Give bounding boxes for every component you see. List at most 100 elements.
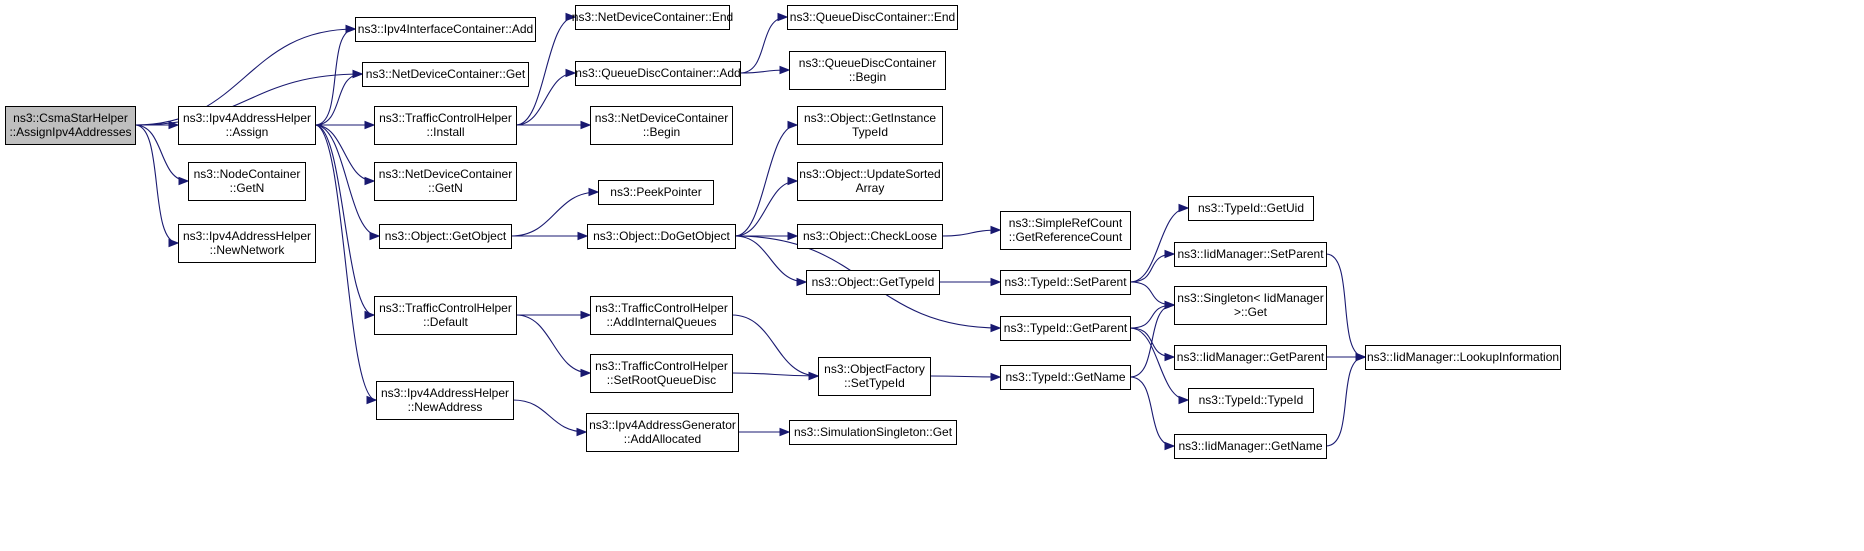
node-label: ::Begin xyxy=(643,125,680,139)
node-layer: ns3::CsmaStarHelper::AssignIpv4Addresses… xyxy=(5,5,1561,459)
node-obj_checkloose[interactable]: ns3::Object::CheckLoose xyxy=(797,224,943,249)
arrowhead-icon xyxy=(1355,352,1367,362)
node-label: ns3::SimpleRefCount xyxy=(1009,216,1123,230)
edge-line xyxy=(314,73,363,126)
node-ndc_getn[interactable]: ns3::NetDeviceContainer::GetN xyxy=(374,162,517,201)
edge-line xyxy=(739,16,788,74)
node-qdc_begin[interactable]: ns3::QueueDiscContainer::Begin xyxy=(789,51,946,90)
node-iid_getname[interactable]: ns3::IidManager::GetName xyxy=(1174,434,1327,459)
node-label: ns3::CsmaStarHelper xyxy=(13,111,128,125)
node-obj_getobject[interactable]: ns3::Object::GetObject xyxy=(379,224,512,249)
node-label: ns3::NetDeviceContainer::Get xyxy=(366,67,526,81)
edge-line xyxy=(314,124,375,316)
node-iid_lookup[interactable]: ns3::IidManager::LookupInformation xyxy=(1365,345,1561,370)
node-src_getref[interactable]: ns3::SimpleRefCount::GetReferenceCount xyxy=(1000,211,1131,250)
node-box xyxy=(575,5,730,30)
arrowhead-icon xyxy=(990,277,1002,287)
node-label: ns3::Object::GetObject xyxy=(385,229,507,243)
arrowhead-icon xyxy=(565,12,577,22)
node-tid_typeid[interactable]: ns3::TypeId::TypeId xyxy=(1188,388,1314,413)
node-label: ns3::Ipv4AddressGenerator xyxy=(589,418,736,432)
edge-line xyxy=(515,16,576,126)
node-tch_addinternal[interactable]: ns3::TrafficControlHelper::AddInternalQu… xyxy=(590,296,733,335)
edge-tid_getparent-to-tid_typeid xyxy=(1129,327,1190,405)
node-iah_newaddr[interactable]: ns3::Ipv4AddressHelper::NewAddress xyxy=(376,381,514,420)
arrowhead-icon xyxy=(1164,300,1176,310)
arrowhead-icon xyxy=(1164,249,1176,259)
arrowhead-icon xyxy=(1164,352,1176,362)
edge-line xyxy=(929,375,1001,378)
node-root[interactable]: ns3::CsmaStarHelper::AssignIpv4Addresses xyxy=(5,106,136,145)
node-obj_dogetobject[interactable]: ns3::Object::DoGetObject xyxy=(587,224,736,249)
node-label: ::GetN xyxy=(428,181,463,195)
edge-obj_dogetobject-to-obj_updatesorted xyxy=(734,176,799,237)
node-box xyxy=(1188,388,1314,413)
node-peekpointer[interactable]: ns3::PeekPointer xyxy=(598,180,714,205)
node-simsingleton_get[interactable]: ns3::SimulationSingleton::Get xyxy=(789,420,957,445)
node-box xyxy=(5,106,136,145)
node-label: ::NewAddress xyxy=(408,400,483,414)
node-box xyxy=(797,162,943,201)
edge-obj_getobject-to-peekpointer xyxy=(510,187,600,237)
node-qdc_end[interactable]: ns3::QueueDiscContainer::End xyxy=(787,5,958,30)
node-label: ::AddInternalQueues xyxy=(606,315,716,329)
arrowhead-icon xyxy=(352,69,364,79)
node-tid_getparent[interactable]: ns3::TypeId::GetParent xyxy=(1000,316,1131,341)
node-box xyxy=(586,413,739,452)
node-label: ns3::Object::GetInstance xyxy=(804,111,936,125)
node-tch_default[interactable]: ns3::TrafficControlHelper::Default xyxy=(374,296,517,335)
node-box xyxy=(178,224,316,263)
edge-line xyxy=(734,235,807,283)
node-box xyxy=(1000,365,1131,390)
edge-of_settypeid-to-tid_getname xyxy=(929,372,1002,382)
node-box xyxy=(575,61,741,86)
node-label: >::Get xyxy=(1234,305,1268,319)
arrowhead-icon xyxy=(990,225,1002,235)
edge-root-to-iah_assign xyxy=(134,120,180,130)
node-iag_addalloc[interactable]: ns3::Ipv4AddressGenerator::AddAllocated xyxy=(586,413,739,452)
node-tid_setparent[interactable]: ns3::TypeId::SetParent xyxy=(1000,270,1131,295)
node-tch_setroot[interactable]: ns3::TrafficControlHelper::SetRootQueueD… xyxy=(590,354,733,393)
node-label: ns3::TrafficControlHelper xyxy=(379,301,512,315)
node-box xyxy=(1000,270,1131,295)
edge-line xyxy=(515,314,591,374)
node-box xyxy=(1174,286,1327,325)
node-iic_add[interactable]: ns3::Ipv4InterfaceContainer::Add xyxy=(355,17,536,42)
node-box xyxy=(818,357,931,396)
node-tch_install[interactable]: ns3::TrafficControlHelper::Install xyxy=(374,106,517,145)
node-iid_getparent[interactable]: ns3::IidManager::GetParent xyxy=(1174,345,1327,370)
edge-line xyxy=(314,28,356,126)
node-label: ns3::PeekPointer xyxy=(610,185,701,199)
node-obj_gettypeid[interactable]: ns3::Object::GetTypeId xyxy=(806,270,940,295)
node-singleton_get[interactable]: ns3::Singleton< IidManager >::Get xyxy=(1174,286,1327,325)
node-box xyxy=(379,224,512,249)
node-ndc_begin[interactable]: ns3::NetDeviceContainer::Begin xyxy=(590,106,733,145)
node-label: ns3::Ipv4AddressHelper xyxy=(381,386,509,400)
node-box xyxy=(374,162,517,201)
arrowhead-icon xyxy=(345,24,357,34)
arrowhead-icon xyxy=(1178,395,1190,405)
arrowhead-icon xyxy=(168,238,180,248)
node-qdc_add[interactable]: ns3::QueueDiscContainer::Add xyxy=(575,61,741,86)
node-box xyxy=(1174,345,1327,370)
node-ndc_get[interactable]: ns3::NetDeviceContainer::Get xyxy=(362,62,529,87)
node-tid_getname[interactable]: ns3::TypeId::GetName xyxy=(1000,365,1131,390)
node-label: ::GetReferenceCount xyxy=(1009,230,1123,244)
node-tid_getuid[interactable]: ns3::TypeId::GetUid xyxy=(1188,196,1314,221)
node-iid_setparent[interactable]: ns3::IidManager::SetParent xyxy=(1174,242,1327,267)
node-box xyxy=(374,106,517,145)
node-of_settypeid[interactable]: ns3::ObjectFactory::SetTypeId xyxy=(818,357,931,396)
node-iah_assign[interactable]: ns3::Ipv4AddressHelper::Assign xyxy=(178,106,316,145)
node-label: ns3::NetDeviceContainer::End xyxy=(572,10,733,24)
node-iah_newnet[interactable]: ns3::Ipv4AddressHelper::NewNetwork xyxy=(178,224,316,263)
edge-obj_gettypeid-to-tid_setparent xyxy=(938,277,1002,287)
node-label: ::AddAllocated xyxy=(624,432,701,446)
node-box xyxy=(789,51,946,90)
edge-tch_install-to-qdc_add xyxy=(515,68,577,126)
node-nc_getn[interactable]: ns3::NodeContainer::GetN xyxy=(188,162,306,201)
edge-tch_install-to-ndc_end xyxy=(515,12,577,126)
node-ndc_end[interactable]: ns3::NetDeviceContainer::End xyxy=(572,5,733,30)
